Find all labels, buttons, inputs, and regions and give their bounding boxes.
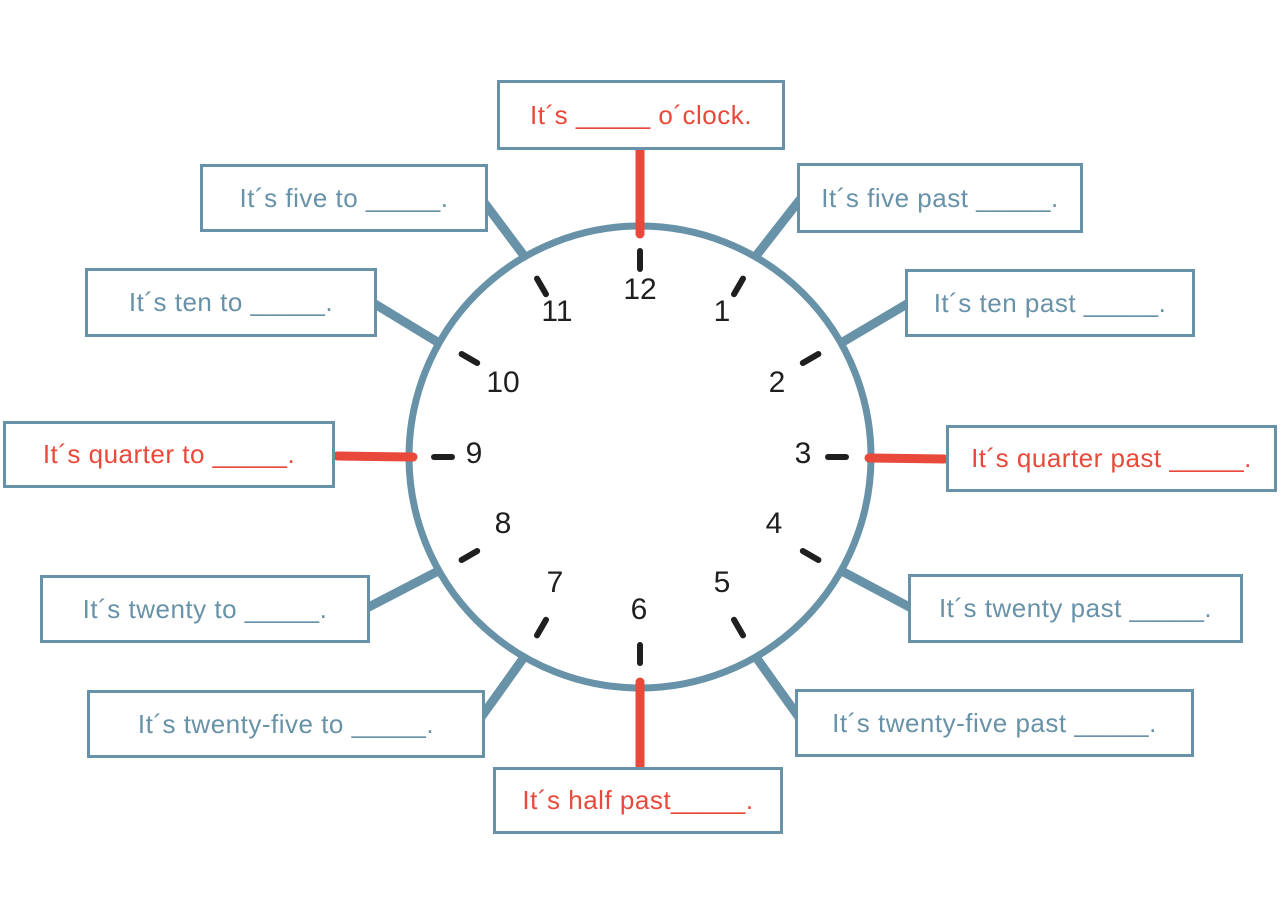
label-box-twenty-past: It´s twenty past _____. xyxy=(908,574,1243,643)
clock-number-9: 9 xyxy=(466,437,483,470)
clock-number-4: 4 xyxy=(766,507,783,540)
connector-ten-to xyxy=(367,297,447,350)
connector-twenty-five-to xyxy=(473,650,531,726)
label-text-ten-to: It´s ten to _____. xyxy=(128,287,334,317)
connector-ten-past xyxy=(833,297,915,350)
label-box-five-to: It´s five to _____. xyxy=(200,164,488,232)
label-box-ten-past: It´s ten past _____. xyxy=(905,269,1195,337)
connector-twenty-to xyxy=(360,564,447,614)
hour-tick-7 xyxy=(534,616,549,639)
label-text-five-to: It´s five to _____. xyxy=(239,182,449,213)
hour-tick-11 xyxy=(534,275,549,298)
label-box-five-past: It´s five past _____. xyxy=(797,163,1083,233)
hour-tick-10 xyxy=(458,351,481,366)
label-text-twenty-five-past: It´s twenty-five past _____. xyxy=(832,707,1157,738)
clock-number-5: 5 xyxy=(714,566,731,599)
hour-tick-2 xyxy=(799,351,822,366)
label-text-five-past: It´s five past _____. xyxy=(821,182,1059,213)
clock-number-1: 1 xyxy=(714,295,731,328)
connector-five-to xyxy=(476,194,532,264)
hour-tick-5 xyxy=(731,616,746,639)
hour-tick-4 xyxy=(799,548,822,563)
label-box-ten-to: It´s ten to _____. xyxy=(85,268,377,337)
clock-number-12: 12 xyxy=(623,273,656,306)
label-text-oclock: It´s _____ o´clock. xyxy=(530,99,752,130)
clock-number-7: 7 xyxy=(547,566,564,599)
label-text-quarter-to: It´s quarter to _____. xyxy=(42,439,296,469)
clock-number-11: 11 xyxy=(541,295,572,328)
connector-twenty-past xyxy=(833,564,918,614)
label-box-quarter-to: It´s quarter to _____. xyxy=(3,421,335,488)
label-box-twenty-to: It´s twenty to _____. xyxy=(40,575,370,643)
hour-tick-8 xyxy=(458,548,481,563)
clock-number-8: 8 xyxy=(495,507,512,540)
connector-quarter-to xyxy=(332,451,418,462)
connector-twenty-five-past xyxy=(749,650,807,726)
clock-number-10: 10 xyxy=(486,366,519,399)
clock-number-3: 3 xyxy=(795,437,812,470)
connector-quarter-past xyxy=(864,453,949,464)
label-text-quarter-past: It´s quarter past _____. xyxy=(971,443,1252,473)
label-box-half-past: It´s half past_____. xyxy=(493,767,783,834)
label-box-twenty-five-past: It´s twenty-five past _____. xyxy=(795,689,1194,757)
label-text-twenty-to: It´s twenty to _____. xyxy=(82,593,328,624)
label-box-quarter-past: It´s quarter past _____. xyxy=(946,425,1277,492)
label-text-half-past: It´s half past_____. xyxy=(522,785,754,815)
label-text-twenty-five-to: It´s twenty-five to _____. xyxy=(137,708,435,739)
hour-tick-1 xyxy=(731,275,746,298)
connector-five-past xyxy=(748,194,806,264)
label-text-twenty-past: It´s twenty past _____. xyxy=(938,593,1213,623)
label-box-twenty-five-to: It´s twenty-five to _____. xyxy=(87,690,485,758)
clock-number-6: 6 xyxy=(631,593,648,626)
label-box-oclock: It´s _____ o´clock. xyxy=(497,80,785,150)
label-text-ten-past: It´s ten past _____. xyxy=(933,287,1167,318)
clock-number-2: 2 xyxy=(769,366,786,399)
